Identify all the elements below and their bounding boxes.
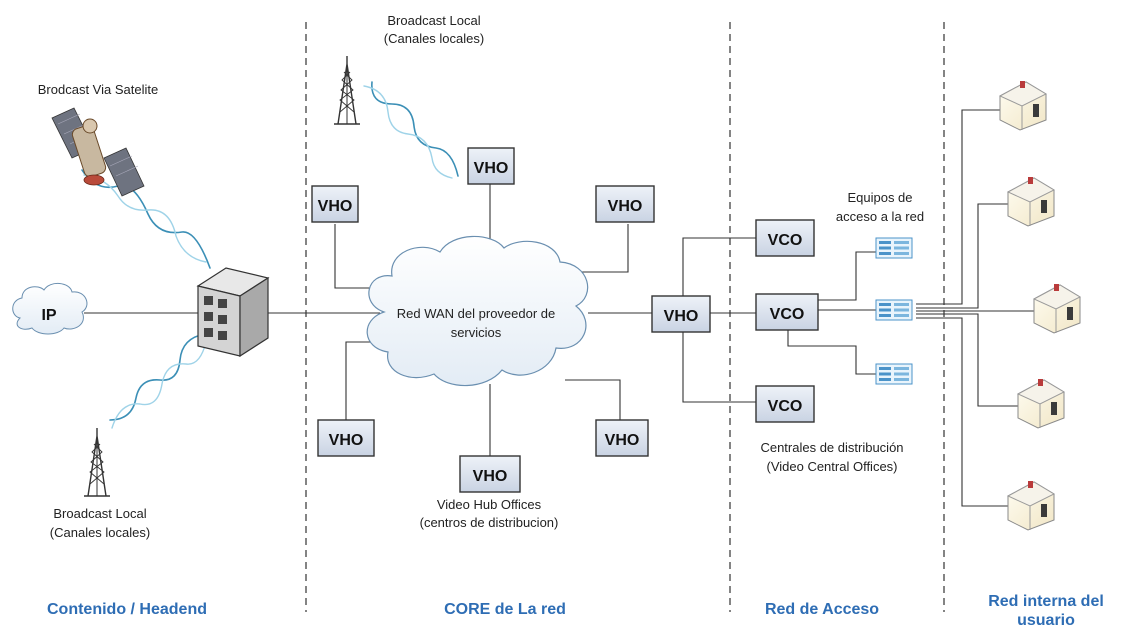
house-icon-4 <box>1017 378 1065 429</box>
tower-icon-bottom <box>83 427 111 497</box>
section-core-title: CORE de La red <box>444 601 566 618</box>
broadcast-local-bottom-sublabel: (Canales locales) <box>50 525 150 540</box>
house-icon-3 <box>1033 283 1081 334</box>
vho-box-core-lower-right: VHO <box>595 419 649 457</box>
vho-label: VHO <box>664 308 699 325</box>
central-offices-label: Centrales de distribución <box>760 440 903 455</box>
broadcast-local-bottom-label: Broadcast Local <box>53 506 146 521</box>
headend-building-icon <box>196 267 270 358</box>
house-icon-1 <box>999 80 1047 131</box>
house-icon-2 <box>1007 176 1055 227</box>
vho-box-core-upper-left: VHO <box>311 185 359 223</box>
ip-label: IP <box>41 307 56 324</box>
vho-box-core-top: VHO <box>467 147 515 185</box>
vco-box-top: VCO <box>755 219 815 257</box>
section-headend-title: Contenido / Headend <box>47 601 207 618</box>
access-equipment-sublabel: acceso a la red <box>836 209 924 224</box>
tower-icon-top <box>333 55 361 125</box>
vho-label: VHO <box>474 160 509 177</box>
vho-label: VHO <box>608 198 643 215</box>
vho-label: VHO <box>605 432 640 449</box>
vho-label: VHO <box>318 198 353 215</box>
access-rack-icon-bottom <box>875 363 913 385</box>
vco-box-bottom: VCO <box>755 385 815 423</box>
vco-label: VCO <box>768 398 803 415</box>
section-access-title: Red de Acceso <box>765 601 879 618</box>
access-equipment-label: Equipos de <box>847 190 912 205</box>
access-rack-icon-middle <box>875 299 913 321</box>
vho-box-access: VHO <box>651 295 711 333</box>
broadcast-local-top-sublabel: (Canales locales) <box>384 31 484 46</box>
vho-caption-sub: (centros de distribucion) <box>420 515 559 530</box>
section-user-title-line2: usuario <box>1017 612 1075 629</box>
vco-box-middle: VCO <box>755 293 819 331</box>
ip-cloud <box>12 283 88 335</box>
signal-waves <box>81 81 459 429</box>
vho-label: VHO <box>329 432 364 449</box>
vho-label: VHO <box>473 468 508 485</box>
vco-label: VCO <box>768 232 803 249</box>
broadcast-satellite-label: Brodcast Via Satelite <box>38 82 158 97</box>
satellite-icon <box>51 107 145 197</box>
vho-box-core-bottom: VHO <box>459 455 521 493</box>
vco-label: VCO <box>770 306 805 323</box>
wan-cloud <box>366 235 589 387</box>
wan-label: Red WAN del proveedor de <box>397 306 556 321</box>
broadcast-local-top-label: Broadcast Local <box>387 13 480 28</box>
section-user-title: Red interna del <box>988 593 1104 610</box>
central-offices-sublabel: (Video Central Offices) <box>766 459 897 474</box>
vho-caption: Video Hub Offices <box>437 497 542 512</box>
access-rack-icon-top <box>875 237 913 259</box>
wan-sublabel: servicios <box>451 325 502 340</box>
vho-box-core-lower-left: VHO <box>317 419 375 457</box>
house-icon-5 <box>1007 480 1055 531</box>
vho-box-core-upper-right: VHO <box>595 185 655 223</box>
